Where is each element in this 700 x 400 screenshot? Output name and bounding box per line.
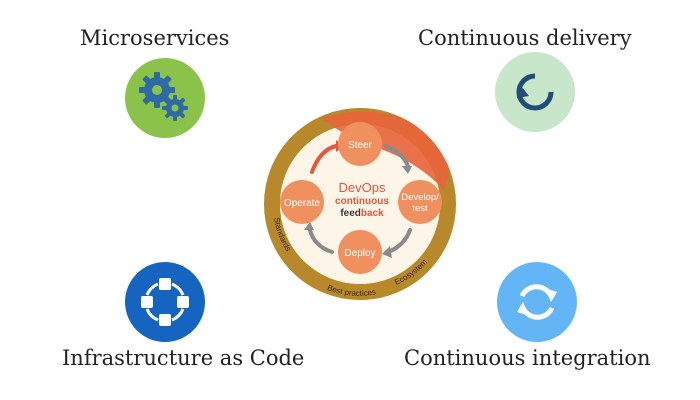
center-feedback: feedback	[340, 208, 384, 219]
stage-deploy-label: Deploy	[344, 248, 375, 259]
stage-deploy	[338, 230, 382, 274]
stage-operate	[280, 180, 324, 224]
continuous-integration-label: Continuous integration	[404, 346, 651, 370]
stage-develop-test	[398, 180, 442, 224]
stage-develop-label-1: Develop/	[401, 192, 439, 203]
stage-steer	[338, 122, 382, 166]
continuous-delivery-badge	[495, 52, 575, 132]
stage-develop-label-2: test	[412, 203, 428, 214]
center-continuous: continuous	[335, 196, 389, 207]
devops-cycle-diagram: Standards Best practices Ecosystem Steer…	[264, 108, 456, 300]
arrow-operate-to-steer	[310, 144, 338, 174]
stage-steer-label: Steer	[348, 140, 373, 151]
gears-icon	[139, 72, 188, 121]
stage-operate-label: Operate	[284, 198, 321, 209]
sync-icon	[517, 284, 557, 320]
continuous-integration-badge	[497, 262, 577, 342]
arrow-deploy-to-operate	[308, 228, 334, 254]
microservices-label: Microservices	[80, 26, 230, 50]
continuous-delivery-label: Continuous delivery	[418, 26, 632, 50]
arrow-steer-to-develop	[384, 144, 410, 168]
microservices-badge	[125, 58, 205, 138]
infrastructure-as-code-label: Infrastructure as Code	[62, 346, 305, 370]
center-title: DevOps	[339, 180, 386, 195]
refresh-icon	[516, 73, 554, 111]
infrastructure-badge	[125, 262, 205, 342]
network-icon	[141, 278, 189, 326]
